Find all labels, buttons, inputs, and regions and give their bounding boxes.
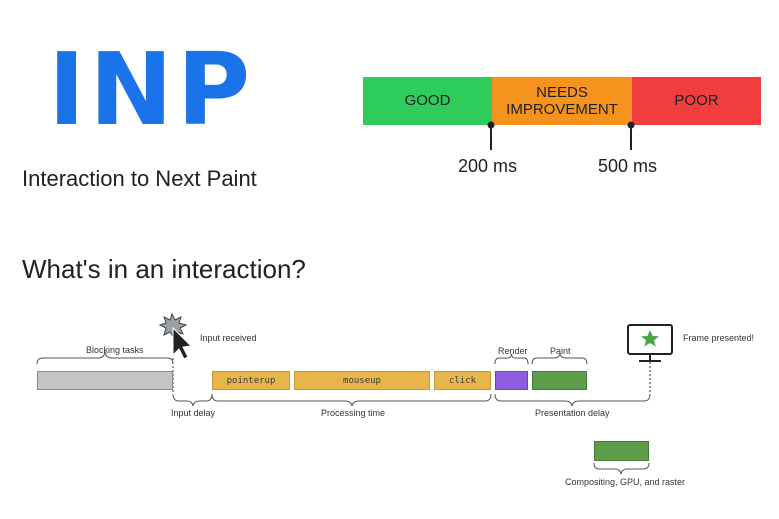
frame-presented-label: Frame presented! (683, 333, 755, 343)
render-bar (495, 371, 528, 390)
monitor-icon (627, 324, 673, 362)
paint-bracket (531, 353, 588, 365)
pointerup-label: pointerup (226, 375, 276, 386)
input-delay-bracket (172, 393, 213, 407)
compositing-bar (594, 441, 649, 461)
band-needs-improvement: NEEDS IMPROVEMENT (492, 77, 632, 125)
band-poor-label: POOR (674, 92, 719, 110)
band-good: GOOD (363, 77, 492, 125)
render-bracket (494, 353, 529, 365)
mouseup-event-bar: mouseup (294, 371, 430, 390)
paint-bar (532, 371, 587, 390)
blocking-tasks-bracket (36, 351, 174, 365)
mouse-cursor-icon (172, 326, 193, 360)
presentation-delay-bracket (494, 393, 651, 407)
input-received-label: Input received (200, 333, 257, 343)
paint-label: Paint (550, 346, 571, 356)
marker-200ms-dot (487, 121, 495, 129)
band-good-label: GOOD (404, 92, 451, 110)
mouseup-label: mouseup (343, 375, 381, 386)
blocking-task-bar (37, 371, 173, 390)
blocking-tasks-label: Blocking tasks (86, 345, 144, 355)
band-needs-improvement-label: NEEDS IMPROVEMENT (506, 83, 618, 118)
processing-time-bracket (211, 393, 492, 407)
marker-200ms-label: 200 ms (458, 156, 518, 176)
compositing-bracket (593, 462, 650, 475)
click-label: click (448, 375, 477, 386)
compositing-label: Compositing, GPU, and raster (565, 477, 686, 487)
inp-logo: INP (48, 31, 255, 148)
section-heading: What's in an interaction? (22, 254, 306, 284)
click-event-bar: click (434, 371, 491, 390)
marker-500ms-label: 500 ms (598, 156, 658, 176)
processing-time-label: Processing time (321, 408, 386, 418)
band-poor: POOR (632, 77, 761, 125)
pointerup-event-bar: pointerup (212, 371, 290, 390)
input-delay-label: Input delay (171, 408, 216, 418)
presentation-delay-label: Presentation delay (535, 408, 610, 418)
marker-500ms-dot (627, 121, 635, 129)
render-label: Render (498, 346, 528, 356)
inp-subtitle: Interaction to Next Paint (22, 166, 257, 191)
